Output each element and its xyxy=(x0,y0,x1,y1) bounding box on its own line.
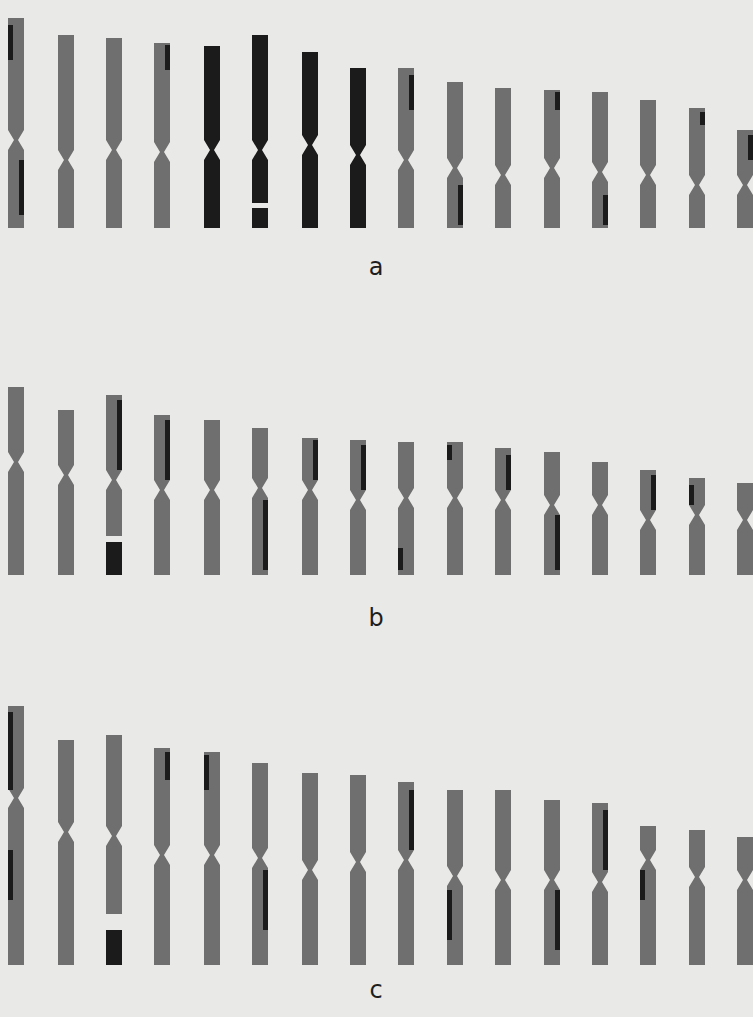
chromosome xyxy=(737,837,753,965)
chromosome xyxy=(640,100,656,228)
chromosome xyxy=(737,483,753,575)
chromosome xyxy=(495,790,511,965)
chromosome xyxy=(398,68,414,228)
chromosome xyxy=(252,428,268,575)
chromosome-band xyxy=(748,135,753,160)
chromosome xyxy=(204,420,220,575)
chromosome xyxy=(302,52,318,228)
panel-label: c xyxy=(369,978,382,1002)
chromosome xyxy=(592,803,608,965)
chromosome xyxy=(350,68,366,228)
chromosome xyxy=(689,830,705,965)
chromosome-band xyxy=(263,870,268,930)
chromosome-band xyxy=(361,445,366,490)
chromosome-band xyxy=(8,712,13,790)
detached-segment xyxy=(252,208,268,228)
chromosome xyxy=(592,92,608,228)
chromosome xyxy=(252,763,268,965)
chromosome xyxy=(447,790,463,965)
detached-segment xyxy=(106,542,122,575)
chromosome xyxy=(8,387,24,575)
chromosome xyxy=(350,440,366,575)
chromosome xyxy=(447,442,463,575)
chromosome-band xyxy=(506,455,511,490)
chromosome-band xyxy=(313,440,318,480)
panel-label: a xyxy=(369,255,384,279)
chromosome-band xyxy=(555,515,560,570)
chromosome xyxy=(592,462,608,575)
chromosome xyxy=(106,735,122,965)
chromosome xyxy=(737,130,753,228)
chromosome xyxy=(640,470,656,575)
chromosome-band xyxy=(651,475,656,510)
chromosome-band xyxy=(689,485,694,505)
chromosome-band xyxy=(700,112,705,125)
chromosome-band xyxy=(8,850,13,900)
chromosome-break xyxy=(105,536,123,542)
chromosome xyxy=(495,88,511,228)
chromosome-band xyxy=(458,185,463,225)
chromosome xyxy=(154,748,170,965)
chromosome xyxy=(58,35,74,228)
chromosome xyxy=(252,35,268,228)
chromosome xyxy=(204,46,220,228)
chromosome-band xyxy=(640,870,645,900)
chromosome xyxy=(302,438,318,575)
chromosome xyxy=(398,442,414,575)
chromosome-band xyxy=(603,195,608,225)
chromosome xyxy=(302,773,318,965)
chromosome-band xyxy=(165,420,170,480)
chromosome-band xyxy=(398,548,403,570)
chromosome xyxy=(8,706,24,965)
chromosome-band xyxy=(204,755,209,790)
chromosome xyxy=(640,826,656,965)
chromosome-band xyxy=(409,75,414,110)
panel-label: b xyxy=(368,606,383,630)
chromosome-band xyxy=(447,890,452,940)
chromosome-band xyxy=(447,445,452,460)
chromosome-break xyxy=(251,203,269,208)
chromosome-band xyxy=(555,92,560,110)
chromosome xyxy=(447,82,463,228)
chromosome xyxy=(58,740,74,965)
chromosome-band xyxy=(8,25,13,60)
chromosome xyxy=(544,90,560,228)
chromosome xyxy=(204,752,220,965)
chromosome-band xyxy=(263,500,268,570)
chromosome xyxy=(58,410,74,575)
chromosome xyxy=(154,415,170,575)
chromosome xyxy=(350,775,366,965)
chromosome-band xyxy=(165,45,170,70)
chromosome xyxy=(495,448,511,575)
chromosome xyxy=(106,395,122,575)
chromosome-band xyxy=(603,810,608,870)
chromosome xyxy=(544,452,560,575)
chromosome-band xyxy=(117,400,122,470)
chromosome xyxy=(544,800,560,965)
chromosome xyxy=(398,782,414,965)
chromosome xyxy=(106,38,122,228)
chromosome xyxy=(689,108,705,228)
chromosome-band xyxy=(165,752,170,780)
chromosome xyxy=(8,18,24,228)
chromosome-band xyxy=(555,890,560,950)
detached-segment xyxy=(106,930,122,965)
chromosome-band xyxy=(409,790,414,850)
chromosome xyxy=(154,43,170,228)
chromosome-band xyxy=(19,160,24,215)
chromosome-break xyxy=(105,914,123,930)
chromosome xyxy=(689,478,705,575)
